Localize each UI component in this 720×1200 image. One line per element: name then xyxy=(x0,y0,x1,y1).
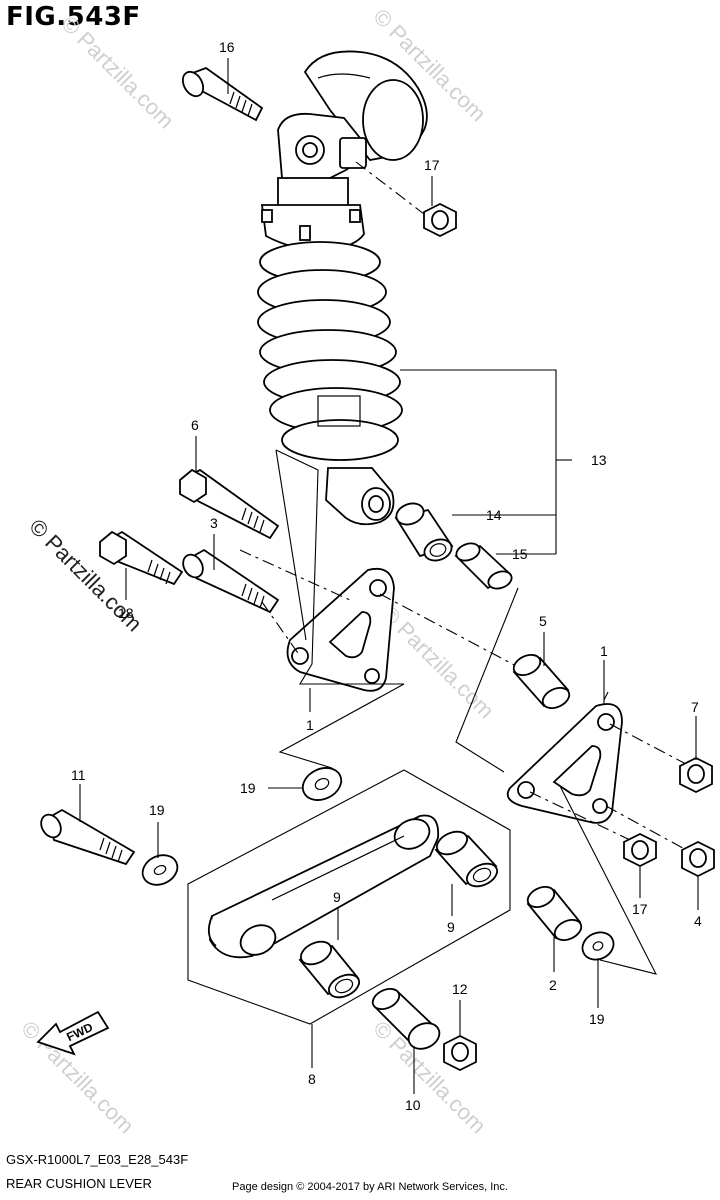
washer-19-right xyxy=(581,931,615,961)
callout-19: 19 xyxy=(240,780,256,796)
assembly-outline-left xyxy=(275,449,405,769)
callout-18: 18 xyxy=(118,605,134,621)
bearing-9-lower xyxy=(298,940,361,999)
callout-8: 8 xyxy=(308,1071,316,1087)
section-name: REAR CUSHION LEVER xyxy=(6,1176,152,1191)
callout-16: 16 xyxy=(219,39,235,55)
dash-line xyxy=(605,805,691,853)
callout-3: 3 xyxy=(210,515,218,531)
figure-title: FIG.543F xyxy=(6,2,141,32)
dash-line xyxy=(239,549,351,601)
dash-line xyxy=(355,161,425,215)
model-code: GSX-R1000L7_E03_E28_543F xyxy=(6,1152,189,1167)
dash-line xyxy=(261,601,301,657)
callout-19: 19 xyxy=(589,1011,605,1027)
callout-12: 12 xyxy=(452,981,468,997)
leader-1b xyxy=(603,691,609,701)
washer-19-left xyxy=(141,854,179,886)
assembly-outline-right xyxy=(455,587,519,773)
watermark: © Partzilla.com xyxy=(56,11,179,134)
spacer-15 xyxy=(454,542,513,590)
callout-19: 19 xyxy=(149,802,165,818)
bolt-18 xyxy=(99,530,184,586)
callout-5: 5 xyxy=(539,613,547,629)
callouts: 16 17 13 14 15 6 3 18 5 1 1 7 19 11 19 1… xyxy=(71,39,702,1113)
dash-line xyxy=(609,723,687,765)
spacer-5 xyxy=(512,654,571,709)
copyright-notice: Page design © 2004-2017 by ARI Network S… xyxy=(232,1181,508,1193)
dash-line xyxy=(529,791,631,841)
callout-1: 1 xyxy=(306,717,314,733)
callout-9: 9 xyxy=(333,889,341,905)
callout-4: 4 xyxy=(694,913,702,929)
callout-13: 13 xyxy=(591,452,607,468)
nut-4 xyxy=(681,840,715,878)
bolt-11 xyxy=(40,808,136,866)
bolt-16 xyxy=(181,66,264,122)
nut-12 xyxy=(443,1034,477,1072)
callout-17: 17 xyxy=(632,901,648,917)
bolt-3 xyxy=(182,548,280,614)
spacer-10 xyxy=(371,988,441,1050)
spacer-2 xyxy=(526,886,583,941)
callout-14: 14 xyxy=(486,507,502,523)
callout-11: 11 xyxy=(71,767,86,783)
nut-17-right xyxy=(623,832,657,868)
callout-17: 17 xyxy=(424,157,440,173)
callout-10: 10 xyxy=(405,1097,421,1113)
bush-14 xyxy=(394,502,454,562)
callout-1: 1 xyxy=(600,643,608,659)
washer-19-top xyxy=(301,767,343,801)
leader-lines xyxy=(79,58,699,1094)
bearing-9-upper xyxy=(434,830,499,888)
callout-7: 7 xyxy=(691,699,699,715)
lever-plate-right xyxy=(506,703,623,824)
callout-2: 2 xyxy=(549,977,557,993)
assembly-outline-right xyxy=(559,785,658,975)
nut-17-top xyxy=(423,202,457,238)
callout-9: 9 xyxy=(447,919,455,935)
rear-shock-absorber xyxy=(257,50,428,526)
nut-7 xyxy=(679,756,713,794)
cushion-rod-8 xyxy=(207,814,440,959)
bolt-6 xyxy=(179,468,280,540)
watermark: © Partzilla.com xyxy=(376,601,499,724)
lever-plate-left xyxy=(286,567,395,692)
assembly-outline-left xyxy=(275,449,307,641)
callout-15: 15 xyxy=(512,546,528,562)
assembly-outline-rod xyxy=(187,769,511,1025)
bracket-13 xyxy=(400,369,557,554)
dash-line xyxy=(379,593,521,669)
callout-6: 6 xyxy=(191,417,199,433)
